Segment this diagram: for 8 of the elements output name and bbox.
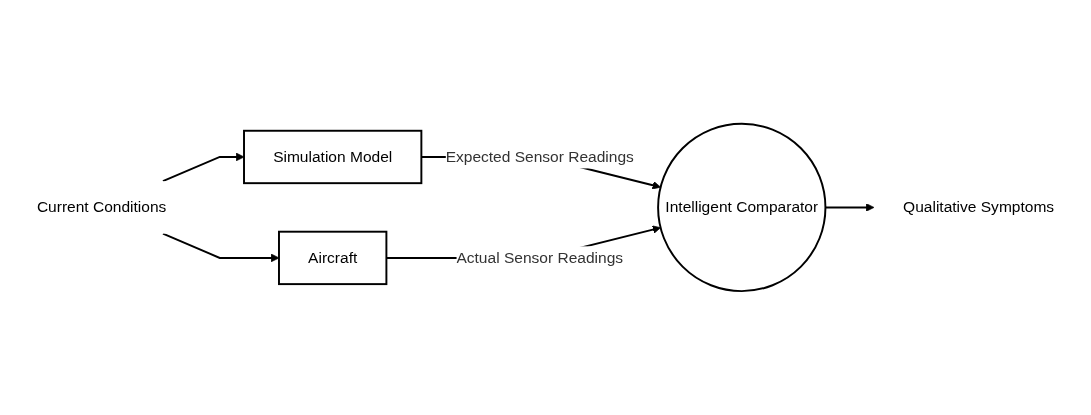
node-text: Current Conditions <box>36 198 167 216</box>
node-box: Simulation Model <box>243 129 423 185</box>
edge-label: Expected Sensor Readings <box>445 148 634 165</box>
arrow <box>162 152 245 183</box>
node-box: Aircraft <box>278 230 388 286</box>
node-text: Qualitative Symptoms <box>903 198 1055 216</box>
edge-label: Actual Sensor Readings <box>456 249 624 266</box>
node-circle: Intelligent Comparator <box>657 122 827 293</box>
